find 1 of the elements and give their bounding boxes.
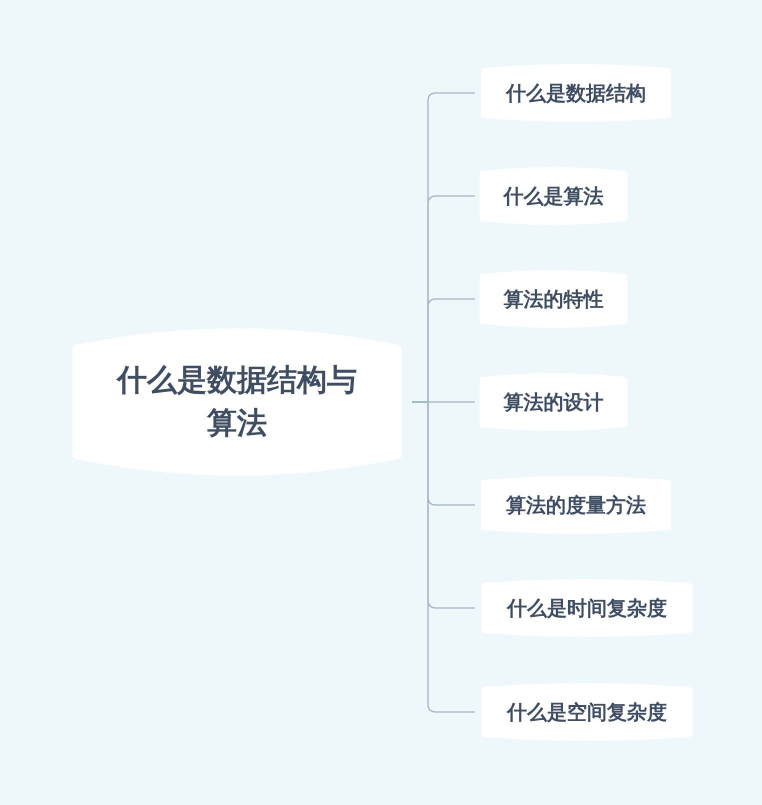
connector-line <box>412 401 475 713</box>
